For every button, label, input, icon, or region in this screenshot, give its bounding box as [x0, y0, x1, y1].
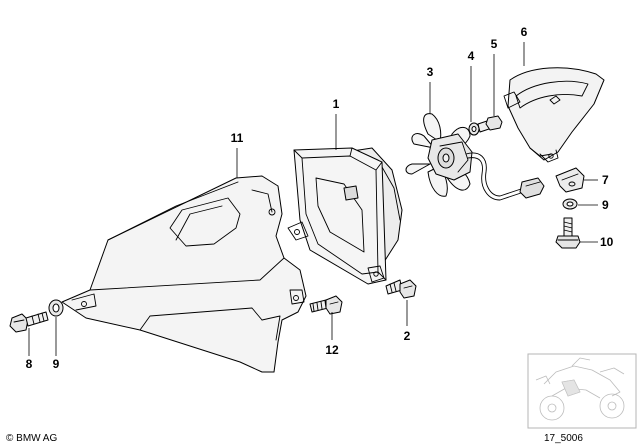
washer-part-4 [468, 122, 480, 136]
callout-12: 12 [325, 343, 339, 357]
callout-4: 4 [468, 49, 475, 63]
washer-part-9-right [562, 198, 578, 210]
air-duct-panel-part-11 [61, 175, 307, 373]
bolt-part-10 [555, 217, 581, 249]
callout-1: 1 [333, 97, 340, 111]
callout-9-left: 9 [53, 357, 60, 371]
callout-8: 8 [26, 357, 33, 371]
diagram-number: 17_5006 [544, 433, 583, 444]
copyright-text: © BMW AG [6, 433, 57, 444]
callout-5: 5 [491, 37, 498, 51]
callout-6: 6 [521, 25, 528, 39]
screw-part-2 [385, 279, 417, 299]
fan-motor-part-3 [405, 113, 545, 201]
motorcycle-thumbnail [527, 353, 637, 429]
callout-3: 3 [427, 65, 434, 79]
fan-cover-part-6 [503, 67, 605, 163]
callout-10: 10 [600, 235, 614, 249]
leader-lines [28, 42, 598, 356]
clip-part-7 [555, 167, 585, 193]
callout-2: 2 [404, 329, 411, 343]
callout-11: 11 [231, 131, 244, 145]
screw-part-8 [9, 311, 49, 333]
bolt-part-5 [477, 115, 503, 133]
washer-part-9-left [48, 299, 64, 317]
callout-7: 7 [602, 173, 609, 187]
screw-part-12 [309, 295, 343, 315]
fan-housing-part-1 [287, 147, 403, 285]
callout-9-right: 9 [602, 198, 609, 212]
